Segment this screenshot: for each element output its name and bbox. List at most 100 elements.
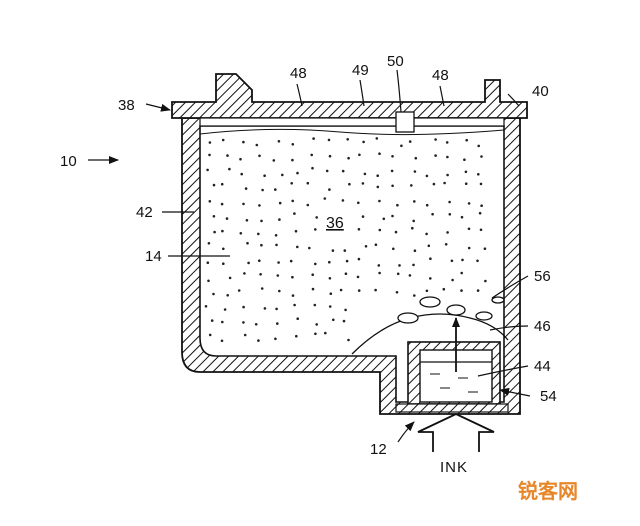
foam-dot — [207, 279, 210, 283]
ink-label: INK — [440, 459, 468, 476]
bottom-filter — [395, 403, 509, 413]
foam-dot — [463, 158, 466, 161]
foam-dot — [207, 242, 211, 245]
foam-dot — [289, 259, 293, 263]
foam-dot — [460, 271, 464, 275]
foam-dot — [357, 228, 361, 231]
foam-dot — [296, 245, 299, 249]
foam-dot — [220, 182, 224, 186]
foam-dot — [411, 226, 414, 230]
foam-dot — [358, 153, 361, 157]
foam-dot — [479, 182, 483, 186]
label-42: 42 — [136, 204, 153, 221]
foam-dot — [425, 174, 429, 178]
foam-dot — [391, 184, 394, 188]
foam-dot — [274, 188, 277, 191]
foam-dot — [311, 287, 315, 291]
foam-dot — [410, 184, 413, 187]
foam-dot — [347, 156, 350, 160]
foam-dot — [246, 241, 249, 245]
foam-dot — [357, 201, 360, 205]
foam-dot — [228, 167, 231, 171]
foam-dot — [412, 219, 416, 223]
foam-dot — [247, 261, 250, 265]
foam-dot — [220, 339, 224, 343]
foam-dot — [446, 173, 449, 177]
foam-dot — [278, 289, 281, 293]
foam-dot — [242, 321, 245, 324]
foam-dot — [259, 273, 262, 276]
foam-dot — [467, 246, 471, 250]
foam-dot — [276, 322, 279, 325]
foam-dot — [274, 234, 278, 237]
foam-dot — [328, 154, 332, 158]
label-36: 36 — [326, 215, 344, 232]
foam-dot — [450, 259, 454, 263]
label-12: 12 — [370, 441, 387, 458]
foam-dot — [296, 171, 299, 175]
foam-dot — [467, 227, 471, 231]
foam-dot — [375, 137, 379, 140]
foam-dot — [221, 138, 225, 142]
foam-dot — [258, 154, 261, 158]
foam-dot — [293, 303, 296, 307]
foam-dot — [281, 173, 284, 177]
foam-dot — [400, 144, 403, 148]
foam-dot — [344, 272, 348, 276]
foam-dot — [208, 153, 211, 157]
foam-dot — [408, 140, 412, 143]
foam-dot — [228, 276, 232, 280]
foam-dot — [291, 158, 294, 162]
ink-meniscus — [351, 313, 509, 355]
foam-dot — [374, 243, 378, 246]
foam-dot — [376, 185, 380, 189]
foam-dot — [413, 200, 416, 203]
foam-dot — [391, 214, 394, 218]
foam-dot — [461, 258, 464, 262]
foam-dot — [221, 320, 224, 324]
foam-dot — [212, 183, 216, 187]
foam-dot — [464, 170, 468, 174]
foam-dot — [378, 228, 382, 232]
foam-dot — [341, 199, 345, 202]
label-10: 10 — [60, 153, 77, 170]
foam-dot — [451, 278, 454, 282]
foam-dot — [306, 203, 310, 207]
foam-dot — [341, 169, 345, 173]
foam-dot — [446, 231, 449, 234]
foam-dot — [225, 217, 229, 220]
foam-dot — [448, 200, 451, 204]
watermark-text: 锐客网 — [518, 479, 578, 503]
foam-dot — [464, 182, 468, 185]
foam-dot — [291, 294, 295, 297]
foam-dot — [391, 155, 394, 158]
foam-dot — [312, 137, 315, 140]
foam-dot — [257, 232, 260, 236]
foam-dot — [412, 263, 415, 267]
foam-dot — [212, 215, 216, 218]
foam-dot — [240, 172, 243, 176]
foam-dot — [413, 294, 416, 297]
foam-dot — [363, 172, 367, 176]
foam-dot — [261, 188, 264, 192]
foam-dot — [413, 249, 417, 252]
foam-dot — [296, 317, 300, 321]
foam-dot — [263, 307, 267, 310]
foam-dot — [347, 338, 350, 342]
foam-dot — [291, 143, 295, 146]
foam-dot — [425, 203, 429, 207]
foam-dot — [376, 174, 380, 177]
foam-dot — [223, 308, 227, 311]
foam-dot — [293, 212, 296, 215]
foam-dot — [244, 187, 248, 190]
foam-dot — [382, 217, 386, 221]
foam-dot — [237, 289, 241, 292]
foam-dot — [378, 152, 381, 155]
foam-dot — [260, 219, 263, 223]
foam-dot — [311, 273, 315, 277]
foam-dot — [342, 319, 346, 323]
foam-dot — [484, 279, 487, 283]
foam-dot — [311, 166, 314, 170]
foam-dot — [208, 141, 212, 144]
